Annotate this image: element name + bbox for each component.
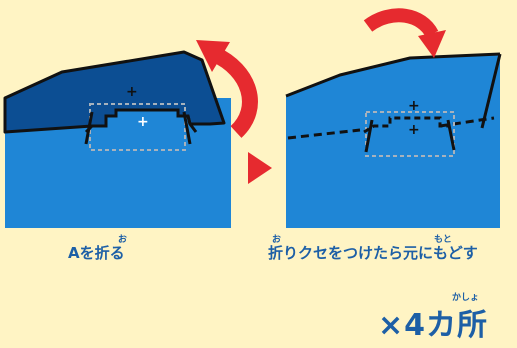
- red-return-arrow-icon: [363, 8, 439, 38]
- red-triangle-arrow-icon: [248, 152, 272, 184]
- red-curved-arrow-icon: [210, 46, 258, 138]
- tab-cut-left: [84, 111, 94, 145]
- plus-marker-top: +: [126, 84, 138, 100]
- right-top-edge: [285, 52, 501, 98]
- caption-fold-a: Aを折る: [68, 244, 125, 262]
- plus-marker-mid-right: +: [408, 122, 420, 138]
- furigana-moto: もと: [434, 235, 452, 245]
- left-panel: + +: [3, 40, 258, 228]
- tab-cut-right-right: [446, 119, 456, 151]
- caption-crease-restore: 折りクセをつけたら元にもどす: [268, 244, 478, 262]
- tab-edge: [84, 108, 198, 134]
- tab-crease: [363, 116, 450, 134]
- furigana-ori-right: お: [272, 235, 282, 245]
- plus-marker-mid: +: [137, 114, 149, 130]
- tab-cut-right: [182, 111, 192, 145]
- red-return-arrow-head-icon: [418, 30, 446, 58]
- tab-cut-left-right: [364, 119, 374, 153]
- right-box-body: [286, 54, 500, 228]
- plus-marker-top-right: +: [408, 98, 420, 114]
- red-curved-arrow-head-icon: [196, 40, 230, 72]
- right-panel: + +: [285, 8, 502, 228]
- furigana-kasho: かしょ: [452, 293, 480, 303]
- right-fold-edge: [480, 53, 502, 129]
- furigana-ori-left: お: [118, 235, 128, 245]
- count-times-four: ×4カ所: [378, 308, 489, 343]
- slot-outline-right: [365, 111, 455, 157]
